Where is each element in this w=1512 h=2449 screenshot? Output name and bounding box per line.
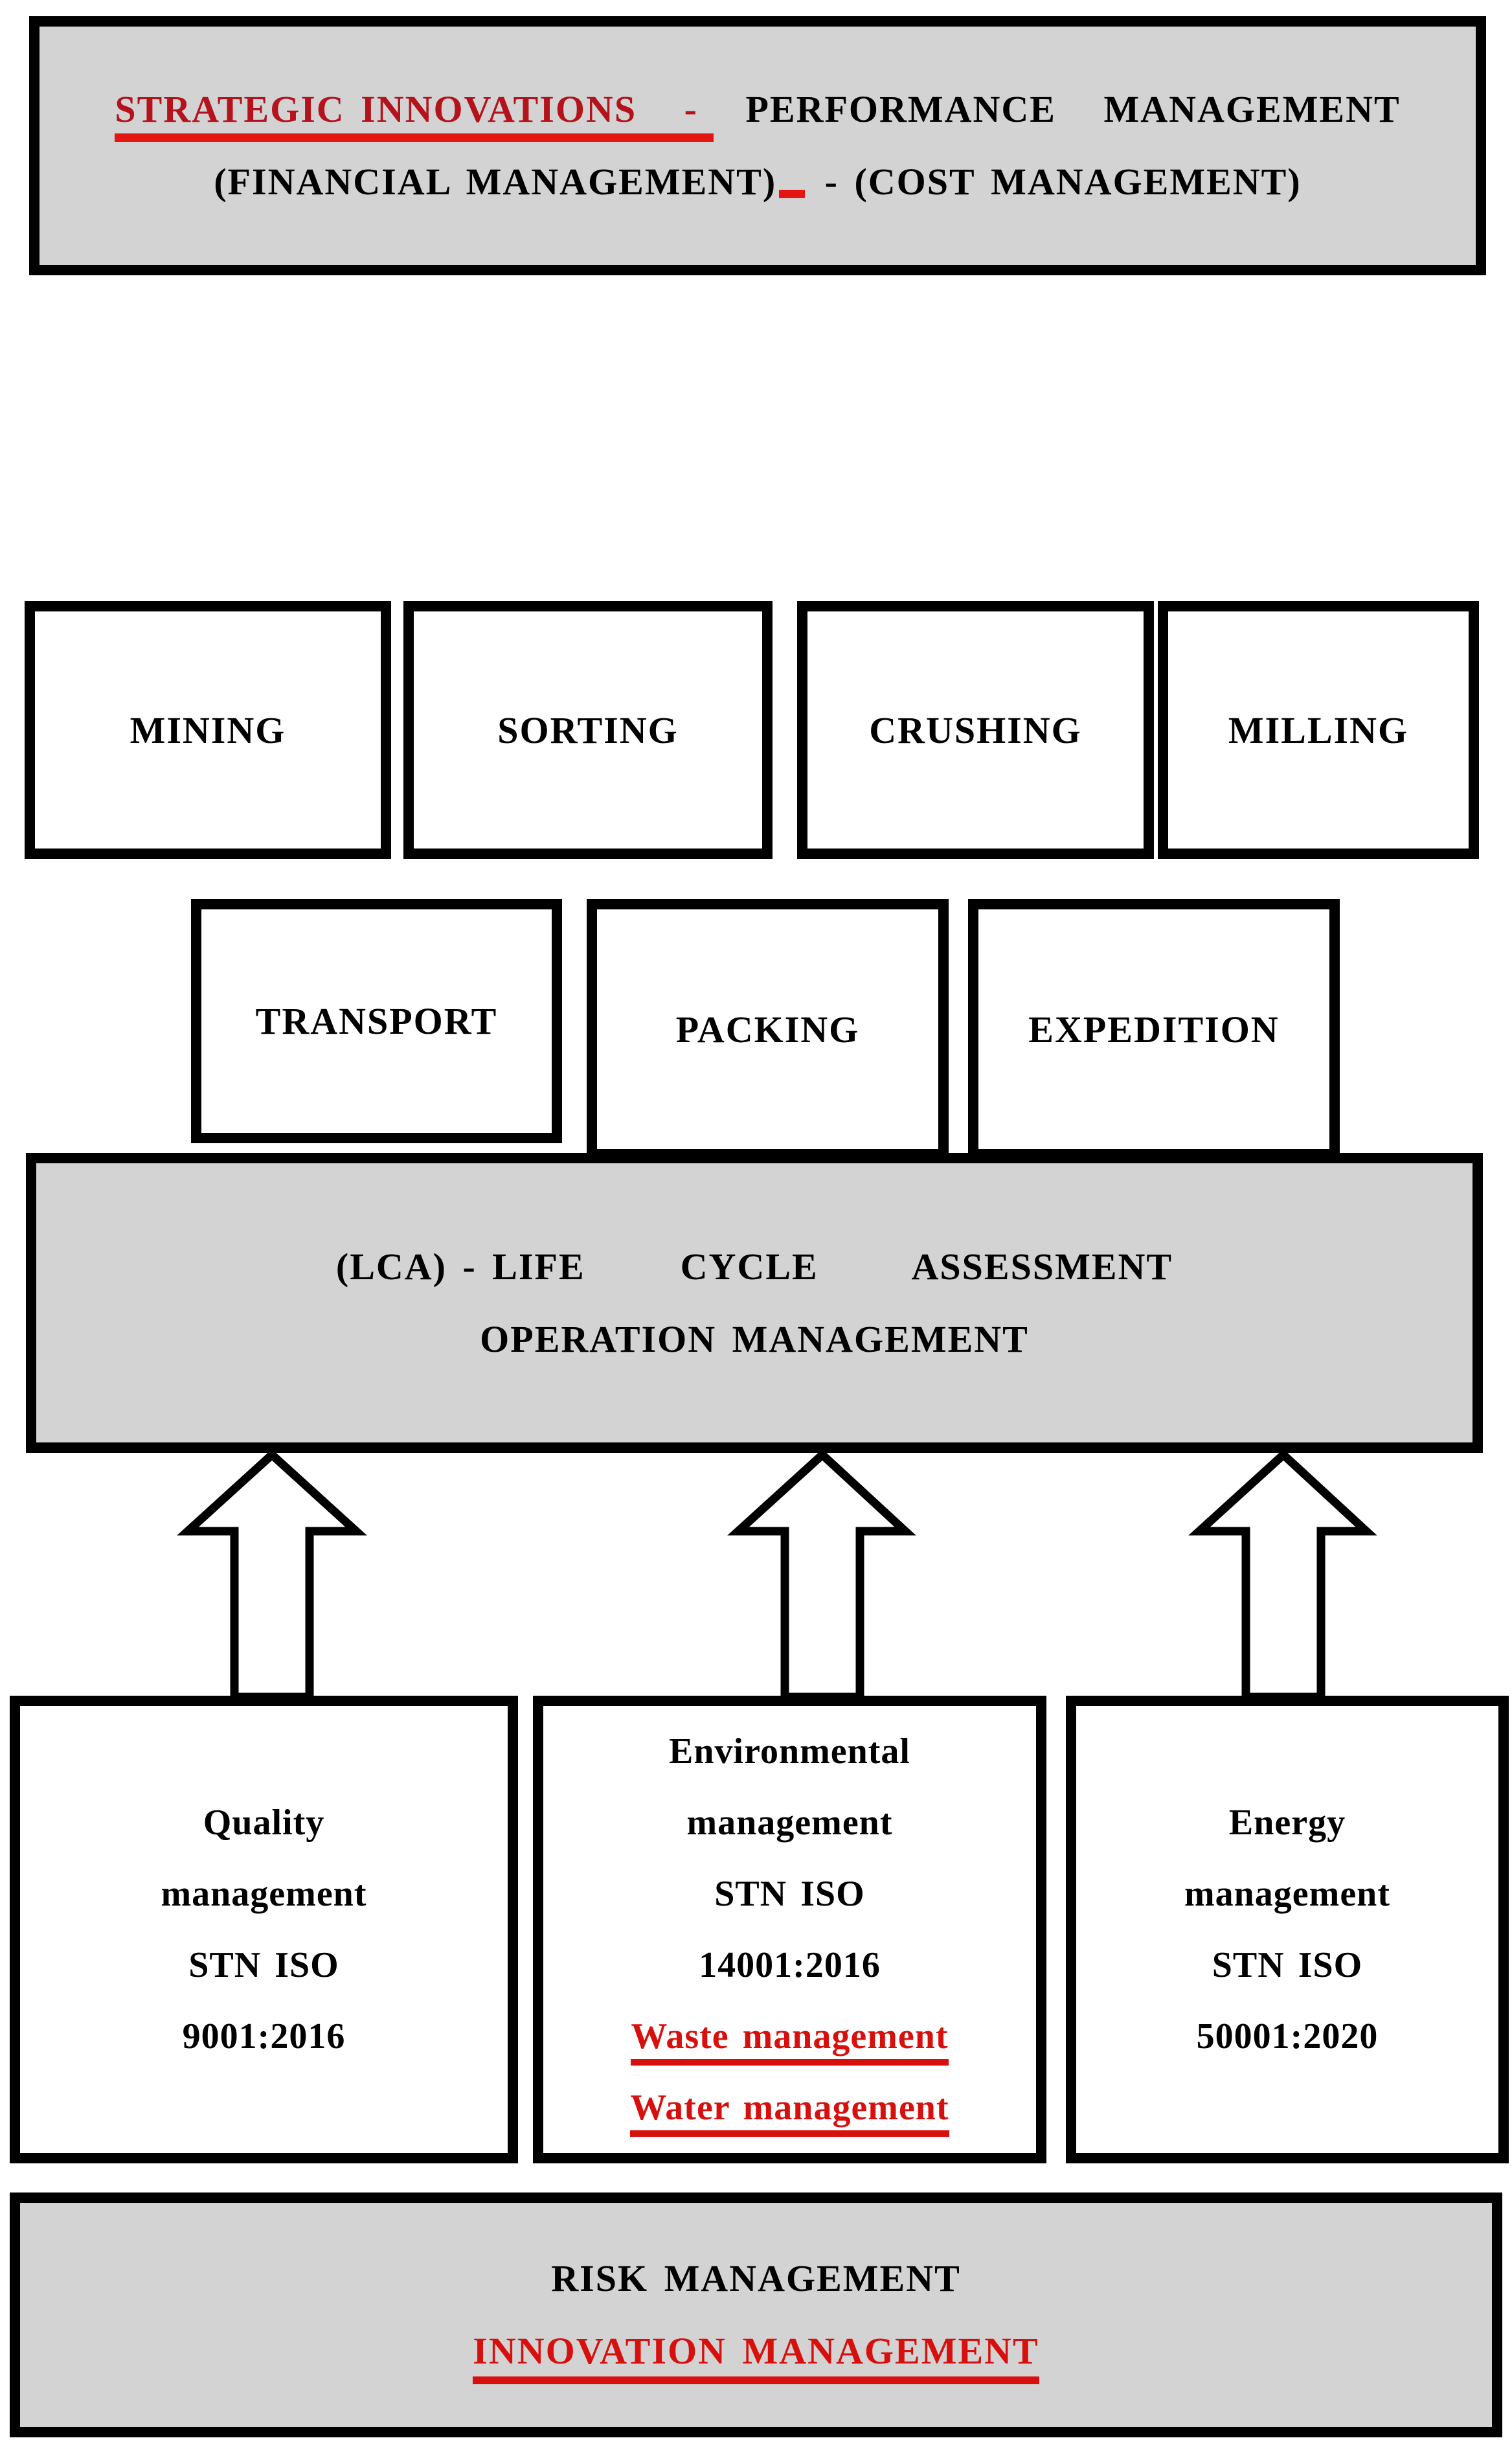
quality-line: management: [161, 1874, 367, 1914]
up-arrow-icon: [727, 1450, 916, 1698]
environmental-management-box: Environmental management STN ISO 14001:2…: [533, 1696, 1046, 2163]
environmental-line: Environmental: [669, 1731, 910, 1771]
expedition-label: EXPEDITION: [1028, 1008, 1280, 1051]
process-box-packing: PACKING: [587, 899, 949, 1159]
process-box-mining: MINING: [25, 601, 391, 859]
up-arrow-icon: [1188, 1450, 1377, 1698]
energy-line: Energy: [1228, 1803, 1346, 1843]
quality-management-box: Quality management STN ISO 9001:2016: [10, 1696, 518, 2163]
risk-innovation-banner: RISK MANAGEMENT INNOVATION MANAGEMENT: [10, 2193, 1502, 2437]
environmental-line: management: [686, 1803, 893, 1843]
energy-line: STN ISO: [1212, 1945, 1363, 1985]
red-underline-mark: [779, 190, 806, 198]
innovation-management-label: INNOVATION MANAGEMENT: [473, 2329, 1039, 2384]
process-box-crushing: CRUSHING: [797, 601, 1154, 859]
quality-line: Quality: [203, 1803, 325, 1843]
water-management-line: Water management: [630, 2072, 949, 2143]
flow-arrows: [177, 1450, 1377, 1698]
process-box-transport: TRANSPORT: [191, 899, 562, 1143]
process-box-sorting: SORTING: [403, 601, 773, 859]
quality-line: 9001:2016: [182, 2016, 346, 2056]
environmental-line: 14001:2016: [699, 1945, 881, 1985]
strategic-innovations-banner: STRATEGIC INNOVATIONS - PERFORMANCE MANA…: [29, 16, 1486, 275]
innovation-management-line: INNOVATION MANAGEMENT: [473, 2315, 1039, 2387]
waste-management-label: Waste management: [631, 2016, 949, 2066]
energy-line: 50001:2020: [1196, 2016, 1379, 2056]
energy-line: management: [1184, 1874, 1390, 1914]
milling-label: MILLING: [1228, 709, 1409, 751]
strategic-innovations-label: STRATEGIC INNOVATIONS -: [115, 88, 714, 142]
process-box-milling: MILLING: [1158, 601, 1479, 859]
cost-management-label: - (COST MANAGEMENT): [809, 161, 1302, 203]
energy-management-box: Energy management STN ISO 50001:2020: [1066, 1696, 1509, 2163]
banner-line-1: STRATEGIC INNOVATIONS - PERFORMANCE MANA…: [115, 73, 1400, 146]
risk-management-line: RISK MANAGEMENT: [551, 2257, 961, 2299]
lca-line: (LCA) - LIFE CYCLE ASSESSMENT: [335, 1245, 1173, 1288]
sorting-label: SORTING: [497, 709, 679, 751]
packing-label: PACKING: [675, 1008, 860, 1051]
environmental-line: STN ISO: [714, 1874, 865, 1914]
transport-label: TRANSPORT: [255, 1000, 498, 1042]
quality-line: STN ISO: [188, 1945, 339, 1985]
mining-label: MINING: [130, 709, 286, 751]
water-management-label: Water management: [630, 2087, 949, 2137]
banner-line-2: (FINANCIAL MANAGEMENT) - (COST MANAGEMEN…: [214, 146, 1301, 218]
process-box-expedition: EXPEDITION: [968, 899, 1340, 1159]
performance-management-label: PERFORMANCE MANAGEMENT: [714, 88, 1401, 130]
lca-operation-banner: (LCA) - LIFE CYCLE ASSESSMENT OPERATION …: [26, 1153, 1483, 1453]
waste-management-line: Waste management: [631, 2001, 949, 2072]
up-arrow-icon: [177, 1450, 367, 1698]
operation-management-line: OPERATION MANAGEMENT: [480, 1317, 1029, 1360]
crushing-label: CRUSHING: [869, 709, 1082, 751]
financial-management-label: (FINANCIAL MANAGEMENT): [214, 161, 777, 203]
